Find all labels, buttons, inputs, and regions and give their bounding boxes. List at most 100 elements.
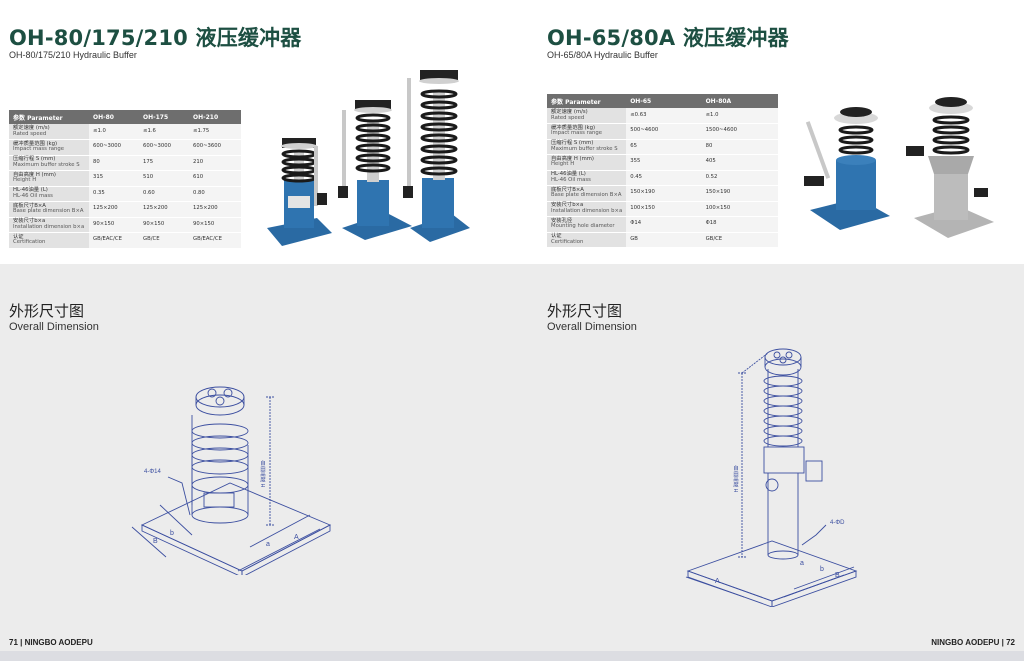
parameter-value: ≤1.6 (139, 124, 189, 140)
drawing-dim-B-left: B (153, 538, 158, 545)
parameter-label: 缓冲质量范围 (kg)Impact mass range (547, 123, 627, 140)
parameter-value: 80 (89, 155, 139, 171)
drawing-height-label-right: 自由高度 H (732, 465, 738, 493)
parameter-label-cn: 认证 (551, 233, 562, 240)
page-footer-left: 71 | NINGBO AODEPU (9, 638, 93, 647)
parameter-label-en: Maximum buffer stroke S (551, 145, 618, 152)
parameter-value: GB/EAC/CE (89, 232, 139, 249)
parameter-label-en: Base plate dimension B×A (551, 192, 622, 199)
parameter-label-en: Maximum buffer stroke S (13, 161, 80, 168)
drawing-dim-a-right: a (800, 560, 804, 567)
parameter-value: 100×150 (626, 201, 702, 217)
table-header-parameter: 参数 Parameter (9, 110, 89, 124)
parameter-label-en: HL-46 Oil mass (551, 176, 591, 183)
parameter-label-en: Installation dimension b×a (551, 207, 623, 214)
parameter-label-cn: HL-46油量 (L) (13, 187, 48, 194)
parameter-value: Φ18 (701, 216, 778, 233)
parameter-label-en: Rated speed (551, 114, 585, 121)
parameter-label-en: Base plate dimension B×A (13, 208, 84, 215)
parameter-value: 80 (701, 139, 778, 155)
parameter-label-en: Impact mass range (13, 146, 65, 153)
dimension-drawing-left (131, 386, 332, 575)
parameter-value: Φ14 (626, 216, 702, 233)
table-header-parameter: 参数 Parameter (547, 94, 627, 108)
table-row: 额定速度 (m/s)Rated speed≤1.0≤1.6≤1.75 (9, 124, 241, 140)
parameter-value: 0.35 (89, 186, 139, 202)
parameter-label-cn: 额定速度 (m/s) (13, 124, 50, 131)
parameter-value: 175 (139, 155, 189, 171)
parameter-label-cn: 压缩行程 S (mm) (13, 156, 56, 163)
section-title-en-right: Overall Dimension (547, 321, 637, 333)
parameter-value: ≤1.0 (89, 124, 139, 140)
parameter-value: 150×190 (626, 185, 702, 202)
parameter-value: ≤1.0 (701, 108, 778, 124)
parameter-value: ≤0.63 (626, 108, 702, 124)
parameter-label: 缓冲质量范围 (kg)Impact mass range (9, 139, 89, 156)
product-photo-right (804, 97, 994, 238)
parameter-value: 0.45 (626, 170, 702, 186)
parameter-value: GB/EAC/CE (189, 232, 241, 249)
parameter-label: 自由高度 H (mm)Height H (547, 154, 627, 171)
page-subtitle-left: OH-80/175/210 Hydraulic Buffer (9, 50, 137, 60)
parameter-label-en: Certification (13, 239, 46, 246)
drawing-dim-A-left: A (294, 534, 299, 541)
parameter-value: GB/CE (701, 232, 778, 248)
parameter-value: 90×150 (189, 217, 241, 233)
parameter-label-en: Height H (551, 161, 575, 168)
parameter-label-cn: 自由高度 H (mm) (13, 171, 56, 178)
drawing-dim-b-left: b (170, 530, 174, 537)
parameter-label-cn: 缓冲质量范围 (kg) (551, 124, 596, 131)
drawing-height-label-left: 自由高度 H (259, 460, 265, 488)
table-row: 额定速度 (m/s)Rated speed≤0.63≤1.0 (547, 108, 778, 124)
buffer-oh80a-image (906, 97, 994, 238)
parameter-value: 210 (189, 155, 241, 171)
parameter-value: 500~4600 (626, 123, 702, 140)
parameter-value: 125×200 (139, 201, 189, 218)
parameter-value: 65 (626, 139, 702, 155)
page-title-right: OH-65/80A 液压缓冲器 (547, 26, 789, 50)
parameter-label: 额定速度 (m/s)Rated speed (547, 108, 627, 124)
buffer-oh80-image (267, 138, 332, 246)
parameter-label: 额定速度 (m/s)Rated speed (9, 124, 89, 140)
parameter-label: 自由高度 H (mm)Height H (9, 170, 89, 187)
parameter-value: 610 (189, 170, 241, 187)
section-title-cn-right: 外形尺寸图 (547, 302, 623, 320)
parameter-label-cn: 安装尺寸b×a (551, 202, 584, 209)
parameter-label-cn: 压缩行程 S (mm) (551, 140, 594, 147)
parameter-value: 100×150 (701, 201, 778, 217)
parameter-label-en: Rated speed (13, 130, 47, 137)
parameter-value: 600~3000 (89, 139, 139, 156)
parameter-value: 405 (701, 154, 778, 171)
parameter-value: 125×200 (189, 201, 241, 218)
parameter-label-cn: 底板尺寸B×A (551, 186, 584, 193)
table-header-model: OH-80 (89, 110, 139, 124)
viewer-bottom-strip (0, 651, 1024, 661)
parameter-label-cn: 自由高度 H (mm) (551, 155, 594, 162)
parameter-value: 510 (139, 170, 189, 187)
parameter-label-cn: 安装孔径 (551, 217, 573, 224)
parameter-label-en: Installation dimension b×a (13, 223, 85, 230)
drawing-hole-label-left: 4-Φ14 (144, 469, 161, 475)
section-title-cn-left: 外形尺寸图 (9, 302, 85, 320)
buffer-oh210-image (403, 70, 470, 242)
bottom-grey-panel (0, 264, 1024, 661)
table-header-model: OH-210 (189, 110, 241, 124)
